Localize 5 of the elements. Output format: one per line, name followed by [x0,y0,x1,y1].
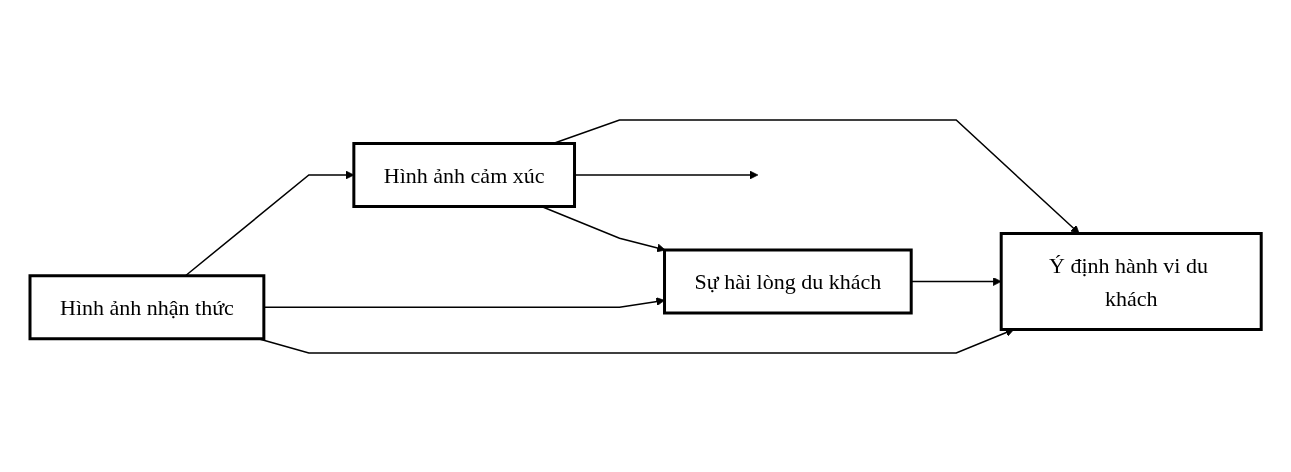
node-box: Sự hài lòng du khách [662,248,913,314]
node-box: Hình ảnh nhận thức [28,273,266,340]
node-box: Ý định hành vi du khách [999,231,1263,331]
arrow [263,296,665,308]
node-box: Hình ảnh cảm xúc [352,141,576,208]
